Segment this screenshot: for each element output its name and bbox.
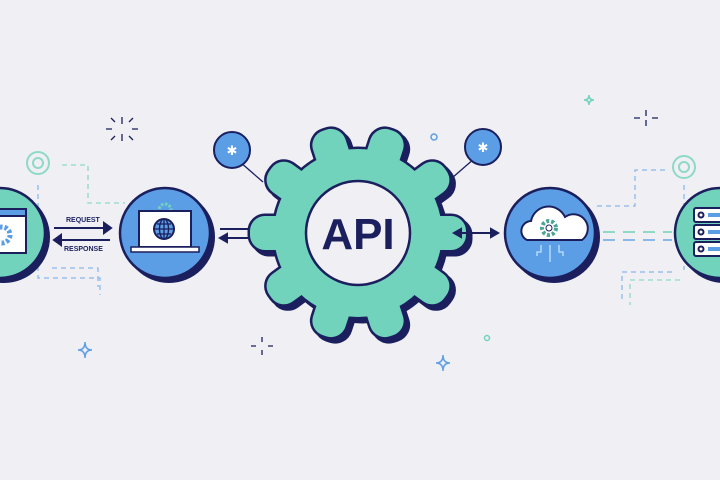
server-stack-icon <box>693 207 720 257</box>
pin-right: ✱ <box>451 128 502 179</box>
sparkle-icon <box>106 110 658 355</box>
cloud-node <box>503 186 600 283</box>
laptop-node <box>118 186 215 283</box>
api-label: API <box>321 210 394 259</box>
server-node <box>673 186 720 283</box>
asterisk-icon: ✱ <box>227 144 238 159</box>
pin-left: ✱ <box>213 131 264 183</box>
diamond-sparkle-icon <box>77 94 595 372</box>
bidirectional-arrow <box>451 227 501 239</box>
response-arrow <box>52 233 110 247</box>
request-label: REQUEST <box>66 217 101 224</box>
request-arrow <box>54 221 113 235</box>
cloud-gear-icon <box>520 205 589 241</box>
api-gear-hub <box>304 179 412 287</box>
browser-node <box>0 186 50 283</box>
response-label: RESPONSE <box>64 246 103 253</box>
outline-gear-icon <box>26 151 696 179</box>
asterisk-icon: ✱ <box>478 141 489 156</box>
